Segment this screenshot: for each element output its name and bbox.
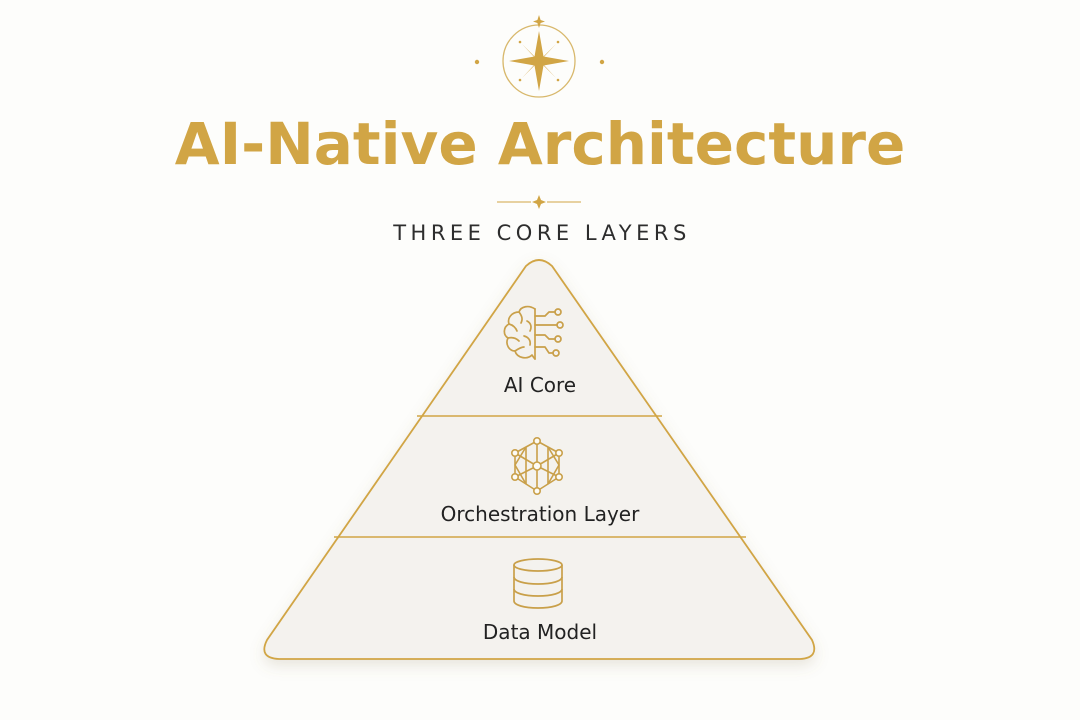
network-cube-icon	[511, 436, 563, 495]
ornament-dot-right	[599, 59, 605, 65]
title-divider	[497, 195, 581, 209]
layer-label-data-model: Data Model	[482, 620, 598, 644]
page-subtitle: THREE CORE LAYERS	[393, 221, 691, 245]
ornament-dot-left	[474, 59, 480, 65]
database-icon	[513, 558, 563, 609]
layer-label-orchestration: Orchestration Layer	[440, 502, 640, 526]
sparkle-icon	[533, 15, 545, 28]
brain-circuit-icon	[503, 305, 564, 360]
header-ornament	[85, 15, 995, 209]
layer-label-ai-core: AI Core	[503, 373, 577, 397]
pyramid-outline	[263, 259, 816, 660]
page-title: AI-Native Architecture	[174, 110, 906, 178]
